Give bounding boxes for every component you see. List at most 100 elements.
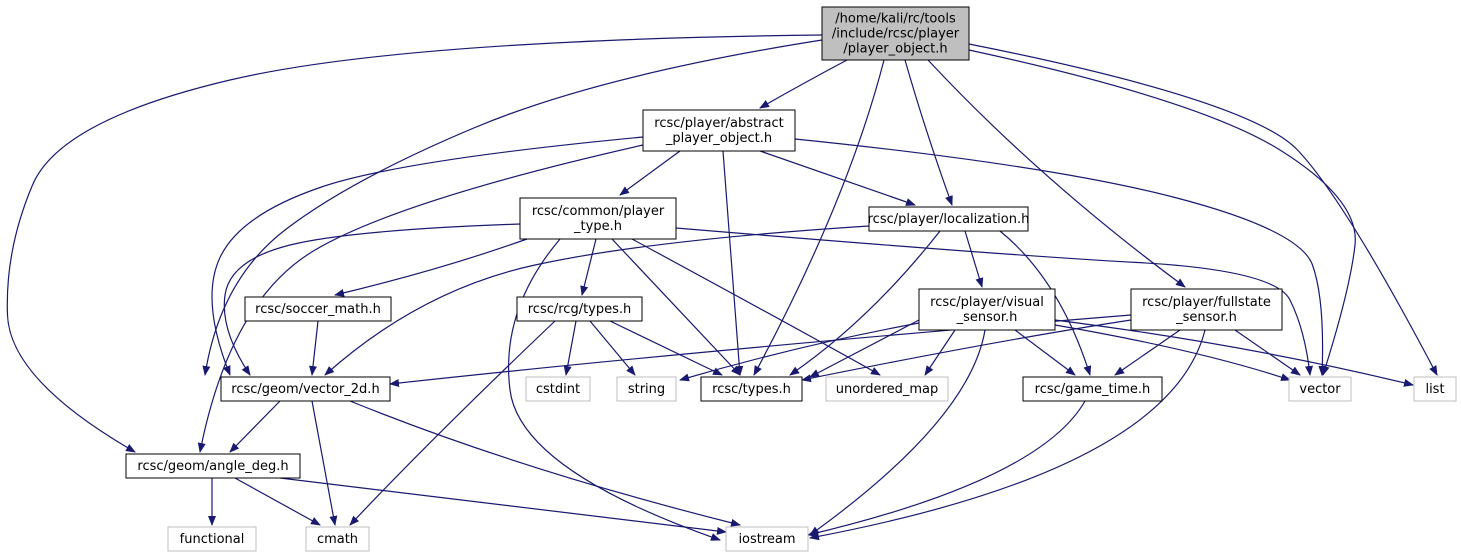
node-label: rcsc/geom/angle_deg.h — [137, 459, 288, 474]
node-box — [125, 453, 301, 479]
node-box — [1022, 376, 1163, 402]
node-label: _sensor.h — [1175, 310, 1237, 325]
edge-abstract-ptype — [619, 150, 681, 196]
node-box — [725, 526, 809, 552]
edge-ptype-rcgtypes — [580, 238, 597, 296]
node-box — [868, 206, 1029, 232]
edge-root-list — [968, 43, 1438, 376]
node-label: iostream — [738, 532, 795, 547]
node-ptype[interactable]: rcsc/common/player_type.h — [519, 197, 677, 240]
edge-visual-list — [1054, 319, 1414, 387]
edge-abstract-angle — [197, 144, 644, 453]
edge-vector2d-iostream — [349, 400, 741, 527]
node-box — [220, 376, 391, 402]
edge-fullstate-gametime — [1114, 329, 1181, 376]
edge-root-vector — [968, 49, 1356, 376]
node-label: list — [1425, 382, 1444, 397]
node-label: rcsc/player/visual — [930, 295, 1044, 310]
node-box — [516, 296, 643, 322]
edge-gametime-iostream — [807, 400, 1086, 537]
edge-rcgtypes-cmath — [349, 320, 556, 526]
edge-abstract-localization — [759, 150, 916, 206]
node-angle[interactable]: rcsc/geom/angle_deg.h — [125, 453, 301, 479]
node-box — [167, 526, 257, 552]
node-abstract[interactable]: rcsc/player/abstract_player_object.h — [642, 109, 796, 152]
edge-root-angle — [6, 34, 823, 453]
node-label: rcsc/game_time.h — [1035, 382, 1151, 397]
node-label: rcsc/rcg/types.h — [528, 302, 632, 317]
node-label: rcsc/geom/vector_2d.h — [231, 382, 379, 397]
edge-fullstate-types — [801, 319, 1132, 383]
node-box — [1130, 288, 1283, 331]
node-label: rcsc/player/fullstate — [1142, 295, 1271, 310]
node-label: rcsc/common/player — [532, 204, 665, 219]
node-label: rcsc/types.h — [712, 382, 791, 397]
node-box — [305, 526, 370, 552]
node-label: functional — [180, 532, 245, 547]
node-label: /home/kali/rc/tools — [835, 12, 956, 27]
node-iostream: iostream — [725, 526, 809, 552]
node-vector2d[interactable]: rcsc/geom/vector_2d.h — [220, 376, 391, 402]
edge-abstract-vector — [794, 138, 1327, 376]
edge-visual-iostream — [809, 329, 986, 536]
edge-vector2d-angle — [229, 400, 281, 453]
edges-layer — [6, 34, 1438, 541]
node-box — [1413, 376, 1457, 402]
node-box — [616, 376, 677, 402]
edge-ptype-iostream — [507, 238, 721, 541]
node-label: _player_object.h — [665, 131, 772, 146]
edge-localization-vector2d — [324, 225, 870, 376]
node-label: /include/rcsc/player — [832, 27, 960, 42]
nodes-layer: /home/kali/rc/tools/include/rcsc/player/… — [125, 6, 1457, 552]
node-types[interactable]: rcsc/types.h — [700, 376, 803, 402]
node-box — [821, 6, 970, 61]
edge-ptype-umap — [631, 238, 881, 376]
node-string: string — [616, 376, 677, 402]
edge-fullstate-vector — [1234, 329, 1301, 376]
node-localization[interactable]: rcsc/player/localization.h — [868, 206, 1030, 232]
edge-root-fullstate — [927, 59, 1186, 288]
node-box — [642, 109, 796, 152]
edge-root-vector2d — [202, 39, 823, 376]
edge-visual-vector — [1054, 324, 1291, 381]
edge-ptype-types — [611, 238, 741, 376]
edge-rcgtypes-cstdint — [563, 320, 577, 376]
edge-abstract-vector2d — [211, 136, 644, 376]
edge-angle-iostream — [279, 477, 727, 535]
node-label: cstdint — [536, 382, 580, 397]
node-label: _sensor.h — [956, 310, 1018, 325]
edge-fullstate-iostream — [809, 329, 1206, 541]
edge-soccer-vector2d — [309, 320, 319, 376]
edge-localization-visual — [964, 230, 984, 288]
edge-root-localization — [904, 59, 953, 206]
node-box — [519, 197, 677, 240]
edge-ptype-soccer — [334, 238, 528, 297]
node-visual[interactable]: rcsc/player/visual_sensor.h — [918, 288, 1056, 331]
node-label: cmath — [317, 532, 358, 547]
node-label: _type.h — [573, 219, 622, 234]
edge-root-types — [753, 59, 885, 376]
node-gametime[interactable]: rcsc/game_time.h — [1022, 376, 1163, 402]
node-label: rcsc/player/abstract — [654, 116, 783, 131]
node-label: rcsc/player/localization.h — [868, 212, 1030, 227]
node-rcgtypes[interactable]: rcsc/rcg/types.h — [516, 296, 643, 322]
edge-root-abstract — [759, 59, 848, 109]
node-label: vector — [1299, 382, 1341, 397]
node-label: string — [628, 382, 665, 397]
edge-visual-gametime — [1014, 329, 1076, 376]
node-root[interactable]: /home/kali/rc/tools/include/rcsc/player/… — [821, 6, 970, 61]
edge-visual-string — [679, 322, 920, 382]
edge-rcgtypes-string — [589, 320, 636, 376]
node-soccer[interactable]: rcsc/soccer_math.h — [244, 296, 392, 322]
edge-visual-types — [809, 319, 920, 378]
node-box — [244, 296, 392, 322]
node-box — [700, 376, 803, 402]
node-list: list — [1413, 376, 1457, 402]
edge-abstract-types — [722, 150, 744, 376]
node-functional: functional — [167, 526, 257, 552]
edge-localization-types — [789, 230, 941, 376]
edge-angle-cmath — [234, 477, 321, 526]
node-label: unordered_map — [836, 382, 939, 397]
node-fullstate[interactable]: rcsc/player/fullstate_sensor.h — [1130, 288, 1283, 331]
